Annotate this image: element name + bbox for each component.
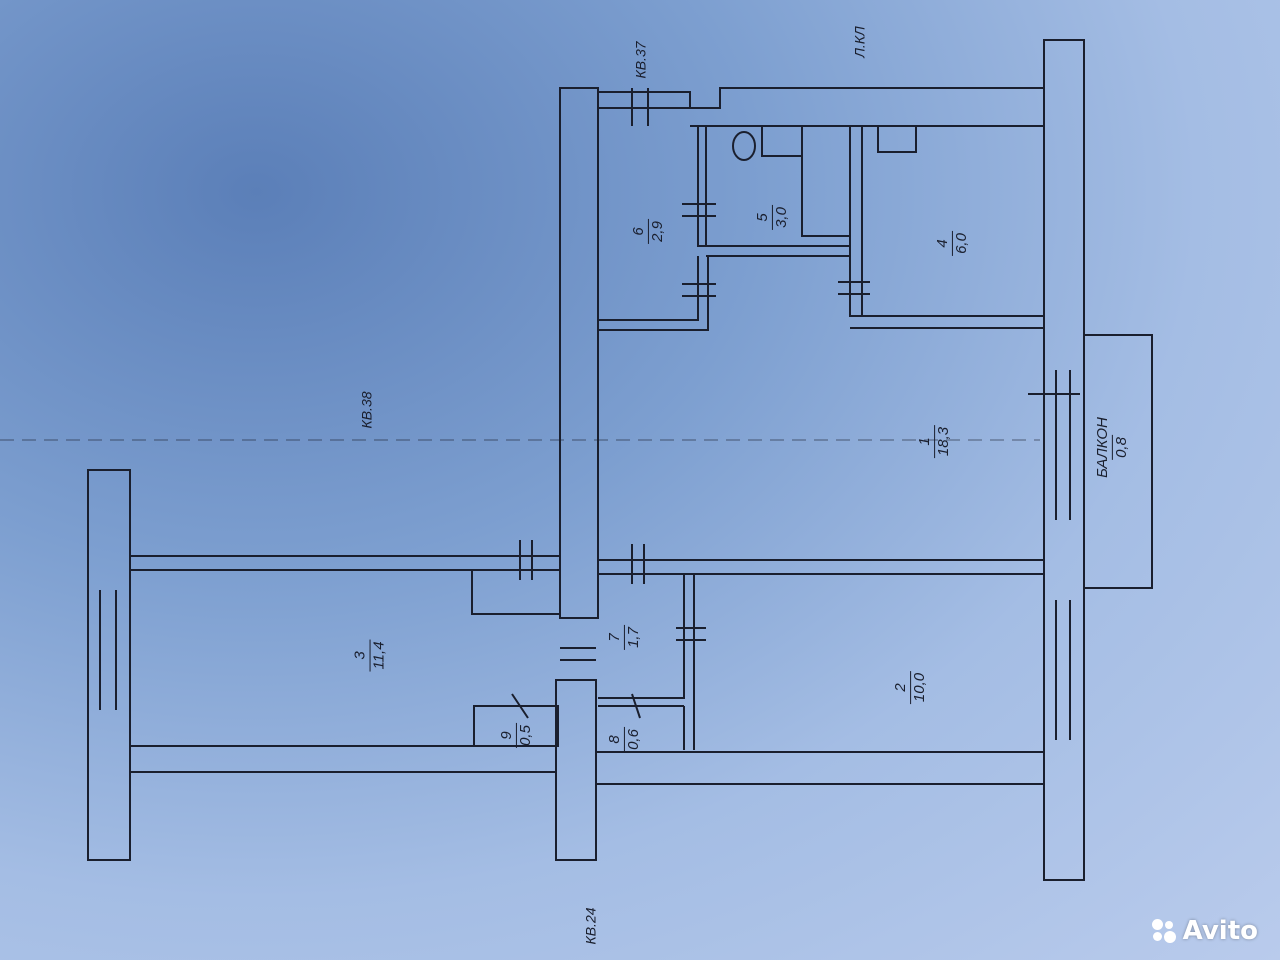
room-area: 10,0	[910, 670, 929, 705]
avito-brand: Avito	[1182, 916, 1258, 946]
bathtub	[801, 125, 851, 237]
neighbor-kv24: КВ.24	[582, 907, 599, 945]
stove	[877, 125, 917, 153]
wall-center-top	[559, 87, 599, 619]
room-number: 8	[605, 735, 623, 744]
room-area: 3,0	[771, 205, 790, 230]
avito-dots-icon	[1151, 918, 1177, 944]
room-number: 9	[497, 731, 515, 740]
room-area: 6,0	[951, 231, 970, 256]
room-label-3: 3 11,4	[351, 639, 388, 672]
room-label-2: 2 10,0	[892, 670, 929, 705]
room-area: 18,3	[934, 424, 953, 459]
wall-left	[87, 469, 131, 861]
balcony-name: БАЛКОН	[1093, 417, 1111, 478]
room-area: 0,5	[515, 723, 534, 748]
stairwell-label: Л.КЛ	[851, 26, 868, 58]
toilet	[732, 131, 756, 161]
room-number: 6	[629, 227, 647, 236]
room-label-1: 1 18,3	[916, 424, 953, 459]
room-area: 0,6	[623, 727, 642, 752]
balcony-label: БАЛКОН 0,8	[1093, 415, 1130, 480]
avito-watermark: Avito	[1151, 916, 1258, 946]
room-area: 1,7	[623, 625, 642, 650]
room-area: 2,9	[647, 219, 666, 244]
room-number: 5	[753, 213, 771, 222]
room-number: 3	[351, 651, 369, 660]
room-label-9: 9 0,5	[497, 723, 534, 748]
room-label-6: 6 2,9	[629, 219, 666, 244]
balcony-area: 0,8	[1111, 435, 1130, 460]
wall-center-bottom	[555, 679, 597, 861]
neighbor-kv38: КВ.38	[358, 391, 375, 429]
balcony-outline	[1084, 334, 1153, 589]
neighbor-kv37: КВ.37	[632, 41, 649, 79]
room-label-4: 4 6,0	[933, 231, 970, 256]
room-area: 11,4	[369, 639, 388, 672]
room-label-8: 8 0,6	[605, 727, 642, 752]
room-number: 1	[916, 437, 934, 446]
room-number: 7	[605, 633, 623, 642]
room-label-5: 5 3,0	[753, 205, 790, 230]
room-number: 2	[892, 683, 910, 692]
room-label-7: 7 1,7	[605, 625, 642, 650]
wall-right	[1043, 39, 1085, 881]
sink	[761, 125, 803, 157]
room-number: 4	[933, 239, 951, 248]
